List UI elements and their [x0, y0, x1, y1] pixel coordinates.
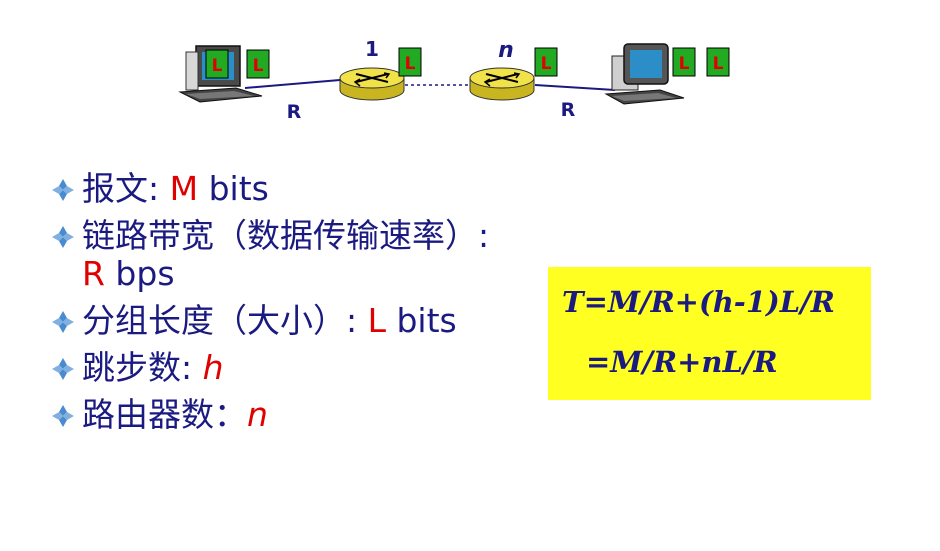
bullet-unit: bits [386, 301, 457, 340]
packet-icon: L [534, 47, 558, 77]
bullet-symbol: R [82, 254, 105, 293]
definition-list: 报文: M bits 链路带宽（数据传输速率）: R bps 分组长度（大小）:… [50, 170, 510, 443]
diamond-bullet-icon [52, 179, 74, 201]
formula-line-1: T=M/R+(h-1)L/R [562, 285, 835, 319]
router-n-label: n [498, 38, 514, 63]
bullet-symbol: h [202, 348, 224, 387]
network-diagram: L L R 1 L n L R L L [178, 37, 730, 123]
bullet-message-size: 报文: M bits [50, 170, 510, 208]
bullet-text: 分组长度（大小）: [82, 301, 368, 340]
bullet-packet-length: 分组长度（大小）: L bits [50, 302, 510, 340]
packet-icon: L [205, 49, 229, 79]
packet-label: L [253, 56, 264, 76]
router-1-label: 1 [365, 37, 379, 61]
bullet-symbol: M [169, 169, 199, 208]
link-host-router1 [244, 79, 341, 89]
packet-icon: L [246, 49, 270, 79]
bullet-router-count: 路由器数：n [50, 396, 510, 434]
router-n-icon [469, 67, 535, 101]
packet-icon: L [672, 47, 696, 77]
diamond-bullet-icon [52, 311, 74, 333]
bullet-text: 链路带宽（数据传输速率）: [82, 216, 490, 255]
packet-label: L [541, 54, 552, 74]
formula-box: T=M/R+(h-1)L/R =M/R+nL/R [548, 267, 871, 400]
bullet-hop-count: 跳步数: h [50, 349, 510, 387]
packet-label: L [713, 54, 724, 74]
bullet-text: 报文: [82, 169, 170, 208]
packet-icon: L [398, 47, 422, 77]
diamond-bullet-icon [52, 405, 74, 427]
packet-icon: L [706, 47, 730, 77]
bullet-text: 路由器数： [82, 395, 247, 434]
packet-label: L [212, 56, 223, 76]
formula-line-2: =M/R+nL/R [586, 345, 778, 379]
bullet-link-bandwidth: 链路带宽（数据传输速率）: R bps [50, 217, 510, 293]
packet-label: L [405, 54, 416, 74]
bullet-symbol: L [367, 301, 386, 340]
bullet-text: 跳步数: [82, 348, 203, 387]
link-routerN-host [534, 84, 616, 91]
destination-host-icon [604, 43, 685, 105]
bullet-unit: bps [104, 254, 175, 293]
link-rate-label: R [287, 101, 302, 123]
bullet-symbol: n [247, 395, 268, 434]
diamond-bullet-icon [52, 226, 74, 248]
link-rate-label: R [561, 99, 576, 121]
bullet-unit: bits [198, 169, 269, 208]
packet-label: L [679, 54, 690, 74]
diamond-bullet-icon [52, 358, 74, 380]
router-1-icon [339, 67, 405, 101]
